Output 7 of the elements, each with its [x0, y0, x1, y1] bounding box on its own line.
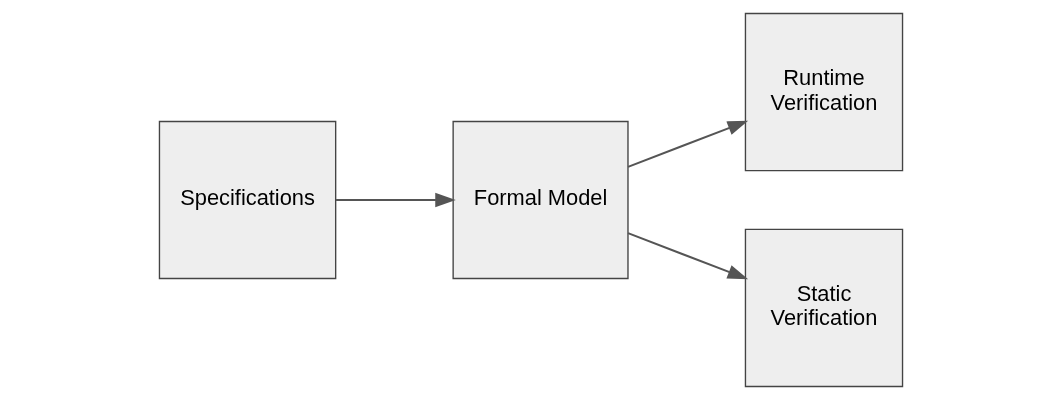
- node-box: Specifications: [158, 120, 336, 280]
- arrow: [627, 232, 748, 280]
- node-box: Runtime Verification: [744, 12, 903, 172]
- arrow: [335, 192, 456, 208]
- node-box: Formal Model: [451, 120, 629, 280]
- node-box: Static Verification: [744, 228, 903, 388]
- arrow: [627, 120, 748, 168]
